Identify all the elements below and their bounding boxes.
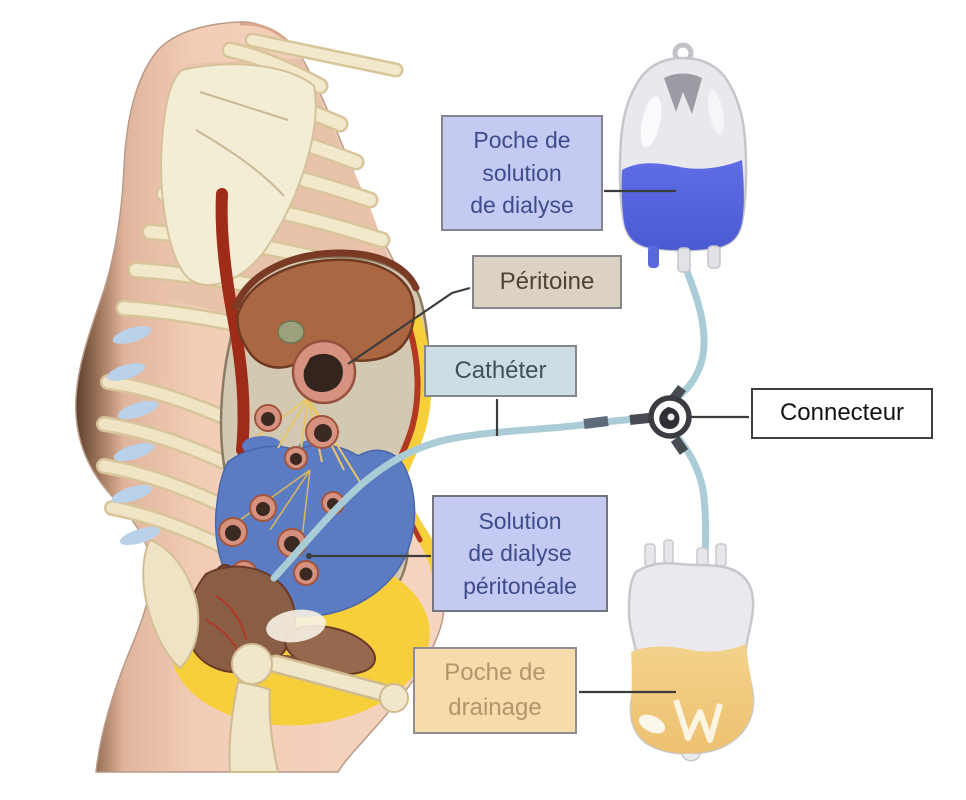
label-drainage-bag: Poche de drainage bbox=[413, 647, 577, 734]
torso-illustration bbox=[75, 21, 447, 773]
catheter-clamp bbox=[583, 416, 609, 429]
label-connecteur: Connecteur bbox=[751, 388, 933, 439]
tube-from-solution-bag bbox=[675, 262, 708, 400]
clavicle bbox=[244, 32, 404, 78]
stomach bbox=[291, 339, 357, 405]
pointer-line-peritoine bbox=[347, 286, 471, 365]
pointer-dot-dialysate bbox=[306, 553, 312, 559]
drainage-stub bbox=[670, 436, 689, 455]
intervertebral-discs bbox=[106, 326, 161, 546]
label-solution-bag: Poche de solution de dialyse bbox=[441, 115, 603, 231]
pelvic-bones bbox=[142, 538, 409, 773]
label-peritoine: Péritoine bbox=[472, 255, 622, 309]
aorta bbox=[215, 188, 250, 456]
label-catheter: Cathéter bbox=[424, 345, 577, 397]
scapula bbox=[160, 63, 317, 286]
bag-seam-mark bbox=[664, 73, 702, 114]
spine bbox=[96, 326, 238, 556]
dialysis-solution-liquid bbox=[621, 160, 744, 251]
label-dialysate: Solution de dialyse péritonéale bbox=[432, 495, 608, 612]
drained-liquid bbox=[630, 644, 754, 754]
gallbladder bbox=[277, 320, 305, 344]
catheter-connector-stub bbox=[629, 413, 650, 425]
drainage-bag bbox=[627, 539, 755, 762]
tube-to-drainage-bag bbox=[673, 432, 710, 564]
dialysis-solution-bag bbox=[618, 42, 748, 273]
connector-icon bbox=[648, 395, 692, 439]
